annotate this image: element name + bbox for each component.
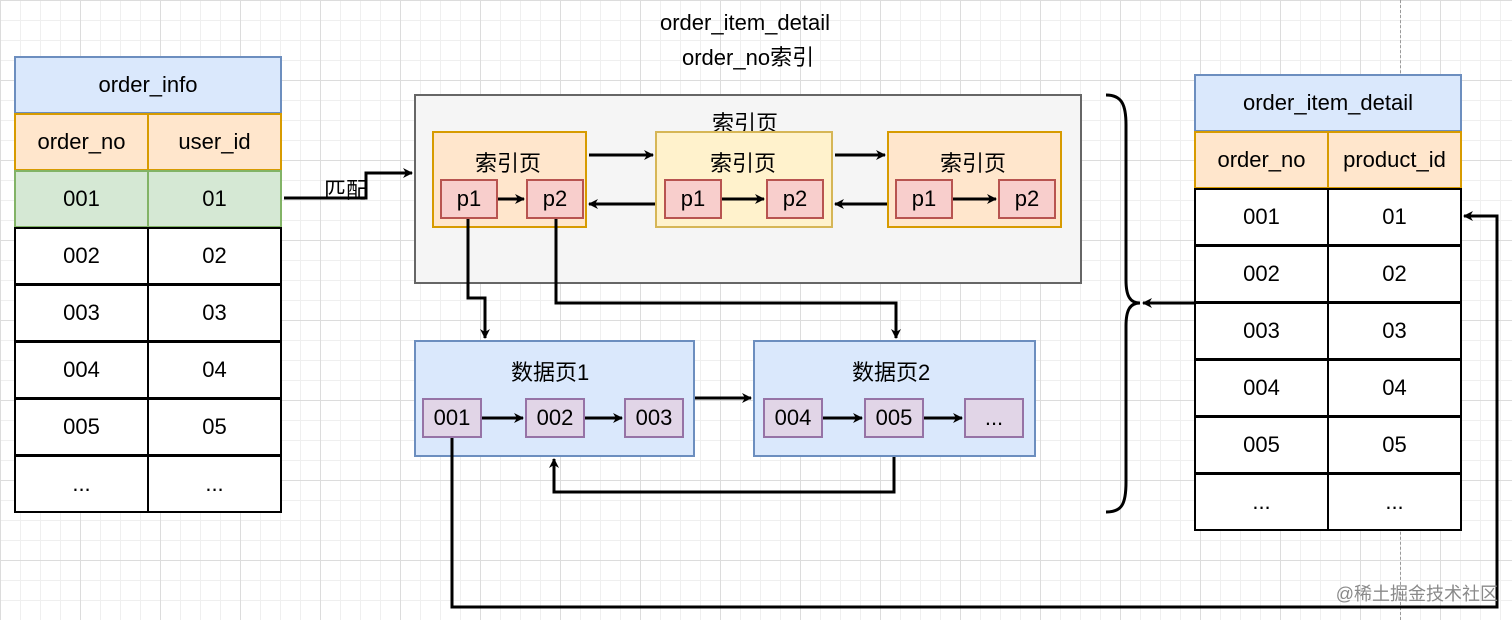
index-page-label: 索引页 <box>710 151 777 176</box>
order-info-cell: 004 <box>14 341 149 399</box>
pointer-cell: p1 <box>895 179 953 219</box>
watermark: @稀土掘金技术社区 <box>1335 584 1498 604</box>
order-info-cell: 02 <box>147 227 282 285</box>
order-item-detail-cell: 01 <box>1327 188 1462 246</box>
order-item-detail-cell: 005 <box>1194 416 1329 474</box>
order-item-detail-col-order-no: order_no <box>1194 131 1329 189</box>
order-item-detail-cell: ... <box>1194 473 1329 531</box>
index-brace <box>1105 93 1141 514</box>
order-info-cell: 002 <box>14 227 149 285</box>
order-info-cell: 05 <box>147 398 282 456</box>
data-page-label: 数据页2 <box>852 360 931 385</box>
record-cell: ... <box>964 398 1024 438</box>
order-info-cell: ... <box>14 455 149 513</box>
match-label: 匹配 <box>324 178 369 203</box>
data-page-prev-arrow <box>549 457 896 494</box>
order-item-detail-cell: 03 <box>1327 302 1462 360</box>
order-info-cell: ... <box>147 455 282 513</box>
order-info-cell: 04 <box>147 341 282 399</box>
order-info-cell: 001 <box>14 170 149 228</box>
order-item-detail-cell: 003 <box>1194 302 1329 360</box>
order-info-title: order_info <box>14 56 282 114</box>
order-item-detail-col-product-id: product_id <box>1327 131 1462 189</box>
order-item-detail-cell: 05 <box>1327 416 1462 474</box>
order-item-detail-cell: 004 <box>1194 359 1329 417</box>
order-item-detail-cell: 02 <box>1327 245 1462 303</box>
order-info-cell: 003 <box>14 284 149 342</box>
order-info-col-order-no: order_no <box>14 113 149 171</box>
order-info-cell: 03 <box>147 284 282 342</box>
order-item-detail-cell: ... <box>1327 473 1462 531</box>
order-info-cell: 005 <box>14 398 149 456</box>
order-item-detail-cell: 002 <box>1194 245 1329 303</box>
order-item-detail-cell: 001 <box>1194 188 1329 246</box>
order-info-cell: 01 <box>147 170 282 228</box>
record-cell: 005 <box>864 398 924 438</box>
record-cell: 002 <box>525 398 585 438</box>
order-item-detail-title: order_item_detail <box>1194 74 1462 132</box>
order-info-col-user-id: user_id <box>147 113 282 171</box>
order-item-detail-cell: 04 <box>1327 359 1462 417</box>
index-page-label: 索引页 <box>940 151 1007 176</box>
record-cell: 004 <box>763 398 823 438</box>
pointer-cell: p2 <box>526 179 584 219</box>
pointer-cell: p1 <box>664 179 722 219</box>
data-page-label: 数据页1 <box>511 360 590 385</box>
index-page-label: 索引页 <box>475 151 542 176</box>
pointer-cell: p2 <box>998 179 1056 219</box>
record-cell: 003 <box>624 398 684 438</box>
diagram-title-line1: order_item_detail <box>660 10 830 35</box>
pointer-cell: p1 <box>440 179 498 219</box>
diagram-title-line2: order_no索引 <box>682 45 815 70</box>
record-cell: 001 <box>422 398 482 438</box>
pointer-cell: p2 <box>766 179 824 219</box>
